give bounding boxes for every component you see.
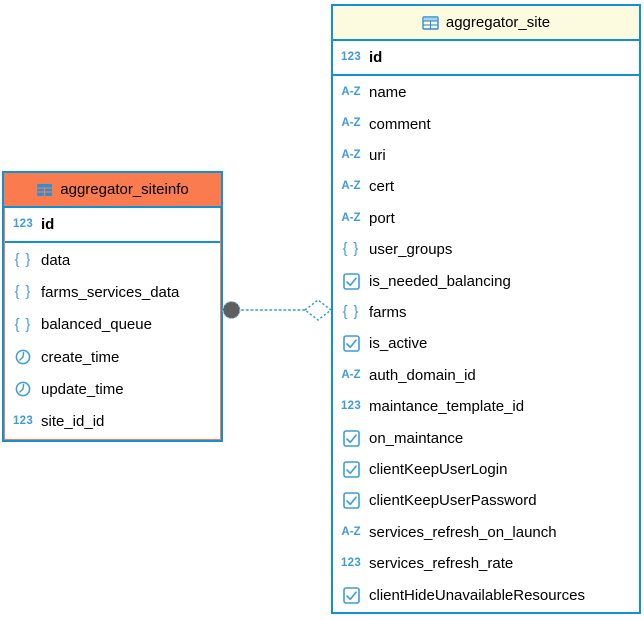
column-name: user_groups (369, 241, 453, 259)
column-row[interactable]: A-Z comment (333, 108, 639, 139)
column-name: uri (369, 147, 386, 165)
column-name: balanced_queue (41, 316, 152, 334)
column-row[interactable]: is_needed_balancing (333, 265, 639, 296)
json-type-icon: { } (14, 251, 32, 268)
table-title: aggregator_siteinfo (60, 181, 189, 198)
column-name: maintance_template_id (369, 398, 525, 416)
column-row[interactable]: clientHideUnavailableResources (333, 580, 639, 611)
text-type-icon: A-Z (341, 180, 361, 193)
number-type-icon: 123 (340, 557, 362, 570)
column-row[interactable]: clientKeepUserPassword (333, 485, 639, 516)
column-row[interactable]: { } farms (333, 297, 639, 328)
column-row[interactable]: A-Z port (333, 203, 639, 234)
boolean-type-icon (338, 492, 364, 510)
boolean-type-icon (338, 272, 364, 290)
datetime-type-icon (10, 349, 36, 365)
column-row[interactable]: A-Z cert (333, 171, 639, 202)
boolean-type-icon (338, 335, 364, 353)
text-type-icon: A-Z (341, 368, 361, 381)
column-row[interactable]: on_maintance (333, 422, 639, 453)
number-type-icon: 123 (340, 50, 362, 63)
table-icon (422, 15, 439, 30)
primary-key-row[interactable]: 123 id (333, 41, 639, 76)
column-row[interactable]: clientKeepUserLogin (333, 454, 639, 485)
column-row[interactable]: A-Z services_refresh_on_launch (333, 517, 639, 548)
column-name: on_maintance (369, 429, 464, 447)
column-row[interactable]: { } farms_services_data (5, 276, 220, 308)
text-type-icon: A-Z (341, 117, 361, 130)
column-name: site_id_id (41, 413, 105, 431)
column-row[interactable]: is_active (333, 328, 639, 359)
column-name: clientKeepUserPassword (369, 492, 537, 510)
column-name: id (41, 216, 55, 233)
table-node-aggregator_siteinfo[interactable]: aggregator_siteinfo 123 id { } data { } far… (2, 171, 223, 442)
table-header[interactable]: aggregator_siteinfo (4, 173, 221, 208)
boolean-type-icon (338, 586, 364, 604)
column-name: id (369, 49, 383, 66)
table-header[interactable]: aggregator_site (333, 6, 639, 41)
column-name: is_active (369, 335, 428, 353)
column-name: services_refresh_on_launch (369, 523, 557, 541)
number-type-icon: 123 (12, 217, 34, 230)
boolean-type-icon (338, 461, 364, 478)
column-name: data (41, 251, 71, 269)
column-name: clientKeepUserLogin (369, 461, 508, 479)
column-row[interactable]: A-Z uri (333, 140, 639, 171)
column-name: cert (369, 178, 395, 196)
column-row[interactable]: { } user_groups (333, 234, 639, 265)
column-name: farms_services_data (41, 283, 180, 301)
number-type-icon: 123 (340, 400, 362, 413)
column-name: is_needed_balancing (369, 272, 511, 290)
column-row[interactable]: create_time (5, 341, 220, 373)
boolean-type-icon (338, 429, 364, 447)
column-row[interactable]: update_time (5, 373, 220, 405)
column-row[interactable]: 123 services_refresh_rate (333, 548, 639, 579)
table-title: aggregator_site (445, 14, 551, 31)
open-diamond-marker (304, 299, 332, 321)
column-row[interactable]: A-Z auth_domain_id (333, 360, 639, 391)
text-type-icon: A-Z (341, 148, 361, 161)
datetime-type-icon (10, 381, 36, 397)
json-type-icon: { } (14, 284, 32, 301)
column-row[interactable]: 123 maintance_template_id (333, 391, 639, 422)
column-name: name (369, 84, 407, 102)
column-name: clientHideUnavailableResources (369, 586, 585, 604)
column-row[interactable]: A-Z name (333, 77, 639, 108)
column-name: auth_domain_id (369, 366, 476, 384)
text-type-icon: A-Z (341, 525, 361, 538)
column-name: create_time (41, 348, 120, 366)
column-row[interactable]: 123 site_id_id (5, 406, 220, 438)
number-type-icon: 123 (12, 415, 34, 428)
filled-circle-marker (222, 300, 241, 320)
column-name: services_refresh_rate (369, 555, 514, 573)
column-name: update_time (41, 380, 124, 398)
column-row[interactable]: { } balanced_queue (5, 309, 220, 341)
json-type-icon: { } (342, 241, 360, 258)
column-name: farms (369, 304, 407, 322)
primary-key-row[interactable]: 123 id (5, 208, 220, 243)
column-name: port (369, 209, 395, 227)
column-name: comment (369, 115, 431, 133)
json-type-icon: { } (14, 316, 32, 333)
table-icon (36, 183, 53, 197)
json-type-icon: { } (342, 304, 360, 321)
column-row[interactable]: { } data (5, 244, 220, 276)
text-type-icon: A-Z (341, 85, 361, 98)
text-type-icon: A-Z (341, 211, 361, 224)
